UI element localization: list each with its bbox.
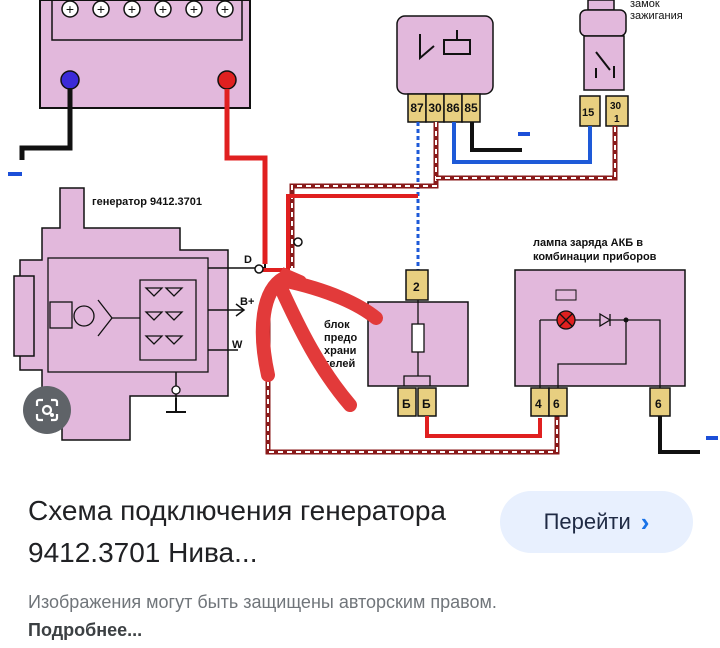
ignition-pin-15: 15 bbox=[582, 107, 594, 119]
ground-icon bbox=[706, 436, 718, 440]
terminal-w-label: W bbox=[232, 339, 243, 351]
lamp-pin-6: 6 bbox=[553, 397, 560, 411]
ground-icon bbox=[518, 132, 530, 136]
battery-cell-terminal bbox=[92, 0, 110, 18]
plus-icon: + bbox=[97, 1, 105, 17]
ground-icon bbox=[8, 172, 22, 176]
terminal-bplus-label: B+ bbox=[240, 296, 254, 308]
relay-pin-86: 86 bbox=[446, 101, 460, 115]
go-button-label: Перейти bbox=[543, 509, 631, 534]
lamp-pin-6-ground: 6 bbox=[655, 397, 662, 411]
battery-negative-terminal bbox=[60, 70, 80, 90]
relay-pin-85: 85 bbox=[464, 101, 478, 115]
fuse-pin-2: 2 bbox=[413, 280, 420, 294]
battery-cell-terminal bbox=[216, 0, 234, 18]
copyright-text: Изображения могут быть защищены авторски… bbox=[28, 592, 497, 612]
relay: 87 30 86 85 bbox=[396, 15, 494, 123]
wiring-diagram: + + + + + + замок зажигания 15 30 1 87 30 86 85 bbox=[8, 0, 718, 455]
plus-icon: + bbox=[159, 1, 167, 17]
lamp-label: лампа заряда АКБ в bbox=[533, 237, 643, 249]
more-link[interactable]: Подробнее... bbox=[28, 620, 143, 640]
battery-positive-terminal bbox=[217, 70, 237, 90]
lamp-panel bbox=[514, 269, 686, 417]
lens-search-button[interactable] bbox=[23, 386, 71, 434]
battery-terminals: + + + + + + bbox=[61, 0, 234, 18]
annotation-arrow bbox=[255, 267, 383, 412]
ignition-label-2: зажигания bbox=[630, 10, 683, 22]
battery: + + + + + + bbox=[39, 0, 251, 109]
fuse-pin-b2: Б bbox=[422, 397, 431, 411]
fuse-block bbox=[367, 269, 469, 417]
relay-pin-30: 30 bbox=[428, 101, 442, 115]
relay-pin-87: 87 bbox=[410, 101, 424, 115]
battery-cell-terminal bbox=[61, 0, 79, 18]
fuse-block-label-line: блок bbox=[324, 319, 350, 331]
ignition-label: замок bbox=[630, 0, 660, 10]
ignition-pin-30: 30 bbox=[610, 101, 622, 112]
fuse-pin-b1: Б bbox=[402, 397, 411, 411]
chevron-right-icon: › bbox=[640, 507, 650, 537]
plus-icon: + bbox=[66, 1, 74, 17]
battery-cell-terminal bbox=[154, 0, 172, 18]
ignition-pin-30-1: 1 bbox=[614, 114, 620, 125]
plus-icon: + bbox=[128, 1, 136, 17]
lamp-label-2: комбинации приборов bbox=[533, 251, 657, 263]
fuse-block-label-line: телей bbox=[324, 358, 355, 370]
battery-cell-terminal bbox=[123, 0, 141, 18]
fuse-block-label-line: храни bbox=[324, 345, 356, 357]
generator-label: генератор 9412.3701 bbox=[92, 196, 202, 208]
plus-icon: + bbox=[190, 1, 198, 17]
battery-cell-terminal bbox=[185, 0, 203, 18]
terminal-d-label: D bbox=[244, 254, 252, 266]
generator bbox=[13, 187, 229, 441]
result-title[interactable]: Схема подключения генератора 9412.3701 Н… bbox=[28, 495, 446, 568]
fuse-block-label-line: предо bbox=[324, 332, 357, 344]
plus-icon: + bbox=[221, 1, 229, 17]
lamp-pin-4: 4 bbox=[535, 397, 542, 411]
lens-icon bbox=[35, 398, 59, 422]
go-button[interactable]: Перейти › bbox=[500, 491, 693, 553]
copyright-note: Изображения могут быть защищены авторски… bbox=[28, 588, 548, 644]
